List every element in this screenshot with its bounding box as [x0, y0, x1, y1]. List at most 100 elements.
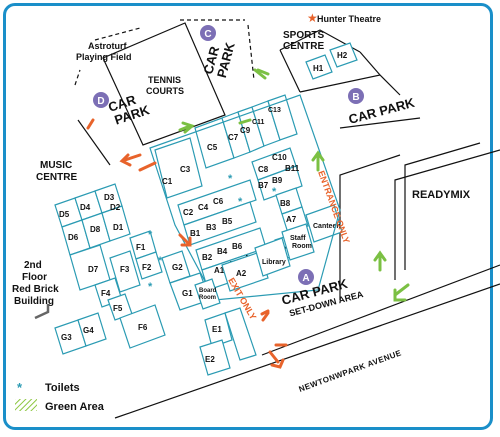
music-centre: D5 D4 D3 D6 D8 D2 D1 D7: [54, 183, 131, 291]
entrance-arrows: [178, 68, 410, 302]
legend: * Toilets Green Area: [15, 380, 105, 413]
toilet-icon: *: [228, 173, 233, 185]
room-f3: F3: [120, 265, 130, 274]
second-floor-label-2: Floor: [22, 272, 47, 283]
sports-centre-label: SPORTS: [283, 30, 324, 41]
room-f2: F2: [142, 263, 152, 272]
toilets-legend-label: Toilets: [45, 382, 80, 394]
room-c7: C7: [228, 133, 239, 142]
library-label: Library: [262, 259, 286, 266]
badge-d: D: [93, 92, 109, 108]
sports-centre-label-2: CENTRE: [283, 41, 324, 52]
badge-b: B: [348, 88, 364, 104]
car-park-c-label-2: PARK: [214, 40, 238, 79]
exit-arrows: [86, 118, 288, 369]
room-h1: H1: [313, 64, 324, 73]
room-d8: D8: [90, 225, 101, 234]
tennis-label: TENNIS: [148, 75, 181, 85]
badge-a: A: [298, 269, 314, 285]
toilet-icon: *: [148, 229, 153, 241]
green-area-legend-label: Green Area: [45, 401, 105, 413]
room-a2: A2: [236, 269, 247, 278]
room-d1: D1: [113, 223, 124, 232]
room-d4: D4: [80, 203, 91, 212]
room-b6: B6: [232, 242, 243, 251]
room-c8: C8: [258, 165, 269, 174]
room-d7: D7: [88, 265, 99, 274]
sports-centre: H1 H2: [305, 42, 358, 80]
room-g2: G2: [172, 263, 183, 272]
second-floor-label: 2nd: [24, 260, 42, 271]
svg-text:C: C: [204, 29, 211, 40]
music-centre-label-2: CENTRE: [36, 172, 77, 183]
e-block: E1 E2: [199, 307, 257, 376]
room-f6: F6: [138, 323, 148, 332]
car-park-c-label: CAR: [200, 44, 222, 76]
svg-text:D: D: [97, 96, 104, 107]
room-c4: C4: [198, 203, 209, 212]
room-b1: B1: [190, 229, 201, 238]
music-centre-label: MUSIC: [40, 160, 72, 171]
room-c1: C1: [162, 177, 173, 186]
board-room-label: Board: [199, 288, 217, 294]
second-floor-label-4: Building: [14, 296, 54, 307]
room-f5: F5: [113, 304, 123, 313]
road-outlines: [74, 19, 500, 419]
room-c5: C5: [207, 143, 218, 152]
room-b3: B3: [206, 223, 217, 232]
map-border: [3, 3, 493, 430]
room-b2: B2: [202, 253, 213, 262]
room-c2: C2: [183, 208, 194, 217]
room-c9: C9: [240, 126, 251, 135]
staff-room-label-2: Room: [292, 243, 312, 250]
room-c11: C11: [252, 119, 265, 126]
main-building: C1 C3 C5 C7 C9 C11 C13 C2 C4 C6 C8 C10 B…: [149, 94, 343, 301]
room-d3: D3: [104, 193, 115, 202]
room-b9: B9: [272, 176, 283, 185]
road-label: NEWTONWPARK AVENUE: [298, 348, 403, 394]
room-b4: B4: [217, 247, 228, 256]
room-b8: B8: [280, 199, 291, 208]
red-brick-building: G3 G4: [34, 304, 107, 355]
room-g3: G3: [61, 333, 72, 342]
astroturf-label: Astroturf: [88, 41, 127, 51]
room-b7: B7: [258, 181, 269, 190]
toilet-icon: *: [148, 281, 153, 293]
room-e1: E1: [212, 325, 222, 334]
toilet-icon: *: [158, 255, 163, 267]
room-e2: E2: [205, 355, 215, 364]
room-f4: F4: [101, 289, 111, 298]
room-a1: A1: [214, 266, 225, 275]
room-b11: B11: [285, 164, 300, 173]
board-room-label-2: Room: [199, 295, 216, 301]
svg-text:B: B: [352, 92, 359, 103]
svg-text:A: A: [302, 273, 309, 284]
room-b5: B5: [222, 217, 233, 226]
hunter-theatre-label: Hunter Theatre: [317, 14, 381, 24]
toilet-markers: * * * * * *: [148, 173, 277, 293]
room-d6: D6: [68, 233, 79, 242]
room-f1: F1: [136, 243, 146, 252]
room-c10: C10: [272, 153, 287, 162]
room-h2: H2: [337, 51, 348, 60]
room-c6: C6: [213, 197, 224, 206]
f-g-block: F1 F2 F3 F4 F5 F6 G2 G1 Board Room: [94, 230, 221, 349]
toilets-legend-icon: *: [17, 380, 23, 395]
room-g1: G1: [182, 289, 193, 298]
room-g4: G4: [83, 326, 94, 335]
canteen-label: Canteen: [313, 223, 341, 230]
toilet-icon: *: [238, 196, 243, 208]
staff-room-label: Staff: [290, 235, 306, 242]
star-icon: ★: [307, 11, 318, 25]
badge-c: C: [200, 25, 216, 41]
tennis-label-2: COURTS: [146, 86, 184, 96]
room-d2: D2: [110, 203, 121, 212]
room-c13: C13: [268, 107, 281, 114]
green-area-legend-icon: [15, 399, 37, 411]
astroturf-label-2: Playing Field: [76, 52, 132, 62]
toilet-icon: *: [272, 186, 277, 198]
room-a7: A7: [286, 215, 297, 224]
second-floor-label-3: Red Brick: [12, 284, 59, 295]
